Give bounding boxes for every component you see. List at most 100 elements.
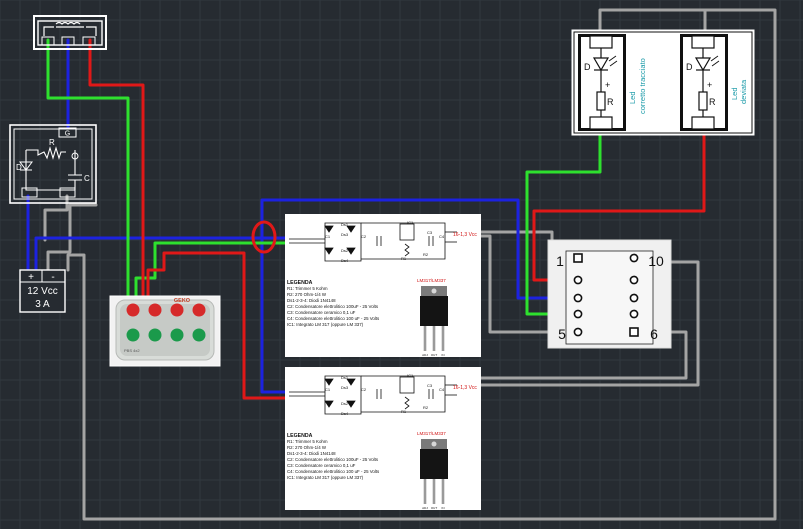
board-part-label: Ds4 [341,411,349,416]
button-green-4[interactable] [192,328,206,342]
legend-line: Ds1-2-3-4: Diodi 1N4148 [287,298,336,303]
module-capacitor-label: C [84,174,90,183]
switch-pin-6-label: 6 [650,326,658,342]
board-part-label: R1 [401,409,407,414]
ic-pin-label: ADJ [422,353,428,357]
ic-label: LM317/LM337 [417,431,446,436]
blue-wires [26,38,580,394]
module-resistor-label: R [49,138,55,147]
button-red-2[interactable] [148,303,162,317]
track-connector [33,15,107,50]
legend-line: Ds1-2-3-4: Diodi 1N4148 [287,451,336,456]
board-part-label: C1 [325,234,331,239]
legend-line: C3: Condensatore ceramico 0,1 uF [287,463,356,468]
legend-line: C2: Condensatore elettrolitico 100uF - 2… [287,457,379,462]
switch-pin-terminal[interactable] [573,327,583,337]
board-part-label: IC1 [407,373,414,378]
wire-red-track-to-box [88,38,145,298]
wire-blue-common-bus [34,236,287,272]
legend-line: R2: 270 Ohm-1/4 W [287,292,327,297]
supply-voltage-label: 12 Vcc [27,286,58,297]
board-output-label: 16-1,3 Vcc [453,385,477,391]
led-left-diode-label: D [584,62,591,72]
led-left-title: Led [628,91,637,104]
led-right-diode-label: D [686,62,693,72]
legend-line: C2: Condensatore elettrolitico 100uF - 2… [287,304,379,309]
highlight-ellipse [251,220,277,254]
board-background [285,214,481,357]
board-part-label: C4 [439,387,445,392]
board-schematic [289,375,457,415]
board-background [285,367,481,510]
led-panel: D + R Led corretto tracciato D + [571,29,755,136]
blocking-module: G D R C [9,124,97,204]
led-right-title: Led [730,87,739,100]
board-part-label: C4 [439,234,445,239]
switch-pin-terminal[interactable] [573,253,583,263]
legend-title: LEGENDA [287,433,313,439]
wire-green-led-to-pin [525,130,602,316]
switch-pin-terminal[interactable] [573,309,583,319]
legend-line: C4: Condensatore elettrolitico 100 uF - … [287,469,380,474]
board-part-label: IC1 [407,220,414,225]
led-left-resistor-label: R [607,97,614,107]
button-green-2[interactable] [148,328,162,342]
ic-label: LM317/LM337 [417,278,446,283]
ic-pin-label: IN [442,353,445,357]
green-push-buttons [126,328,206,342]
board-part-label: Ds2 [341,248,349,253]
legend-line: R1: Trimmer 5 Kohm [287,439,328,444]
switch-pin-terminal[interactable] [629,253,639,263]
board-part-label: C3 [427,383,433,388]
button-red-4[interactable] [192,303,206,317]
wires [26,8,777,521]
wire-blue-reg2-feed [260,238,287,394]
module-pin-label: G [65,131,70,138]
board-part-label: Ds1 [341,375,349,380]
led-module-track-correct: D + R Led corretto tracciato [578,34,647,131]
board-part-label: R2 [423,252,429,257]
board-part-label: C3 [427,230,433,235]
button-red-3[interactable] [170,303,184,317]
legend-line: IC1: Integrato LM 317 (oppure LM 337) [287,475,364,480]
button-green-1[interactable] [126,328,140,342]
wire-blue-loop [260,198,580,300]
board-part-label: C1 [325,387,331,392]
supply-plus-label: + [28,272,34,283]
switch-pin-terminal[interactable] [573,275,583,285]
push-button-box: GEKO PBS 4x2 [109,295,221,367]
switch-pin-terminal[interactable] [573,293,583,303]
button-red-1[interactable] [126,303,140,317]
switch-block: 1 10 5 6 [547,239,672,349]
button-box-brand: GEKO [174,298,191,304]
switch-pin-5-label: 5 [558,326,566,342]
legend-line: R1: Trimmer 5 Kohm [287,286,328,291]
switch-pin-terminal[interactable] [629,309,639,319]
switch-pin-terminal[interactable] [629,293,639,303]
board-part-label: Ds2 [341,401,349,406]
button-green-3[interactable] [170,328,184,342]
legend-line: C4: Condensatore elettrolitico 100 uF - … [287,316,380,321]
led-left-plus-label: + [605,80,610,90]
legend-line: C3: Condensatore ceramico 0,1 uF [287,310,356,315]
switch-pin-terminal[interactable] [629,327,639,337]
switch-pin-terminal[interactable] [629,275,639,285]
green-wires [46,38,602,316]
led-module-diverted: D + R Led deviata [680,34,748,131]
switch-pin-1-label: 1 [556,253,564,269]
wire-red-box-to-reg2 [146,251,287,400]
legend-title: LEGENDA [287,280,313,286]
switch-pins [573,253,639,337]
led-right-plus-label: + [707,80,712,90]
button-box-model: PBS 4x2 [124,348,140,353]
board-part-label: Ds3 [341,385,349,390]
module-diode-label: D [16,163,22,172]
ic-pin-label: OUT [431,353,438,357]
wire-green-box-to-reg1 [134,241,287,298]
wire-grey-supply-to-frame [46,203,98,272]
